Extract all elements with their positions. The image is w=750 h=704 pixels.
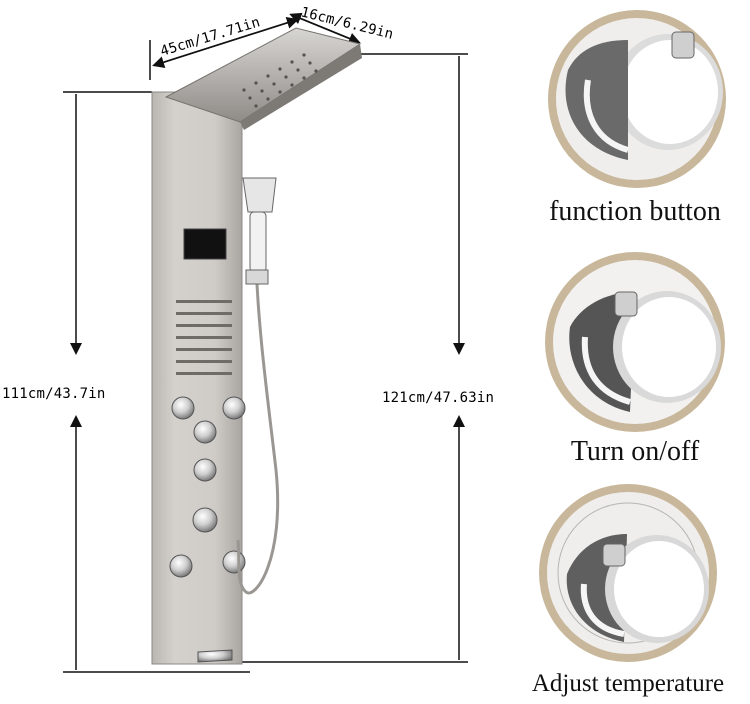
turn-on-off-caption: Turn on/off [570, 436, 700, 467]
function-knob-icon [550, 12, 724, 186]
function-knob-image [548, 10, 726, 188]
dim-height-left-label: 111cm/43.7in [2, 386, 106, 402]
dim-width-label: 45cm/17.71in [158, 14, 262, 60]
panel-knobs [169, 396, 246, 578]
dimension-lines [63, 12, 468, 673]
temperature-knob-image [539, 484, 717, 662]
onoff-knob-image [545, 252, 725, 432]
shower-panel-illustration: 45cm/17.71in 16cm/6.29in 111cm/43.7in 12… [2, 4, 494, 673]
adjust-temperature-caption: Adjust temperature [531, 670, 725, 697]
dim-height-right-label: 121cm/47.63in [382, 390, 494, 406]
onoff-knob-icon [547, 254, 723, 430]
function-button-caption: function button [549, 196, 721, 227]
shower-panel [151, 27, 362, 665]
temperature-knob-icon [541, 486, 715, 660]
